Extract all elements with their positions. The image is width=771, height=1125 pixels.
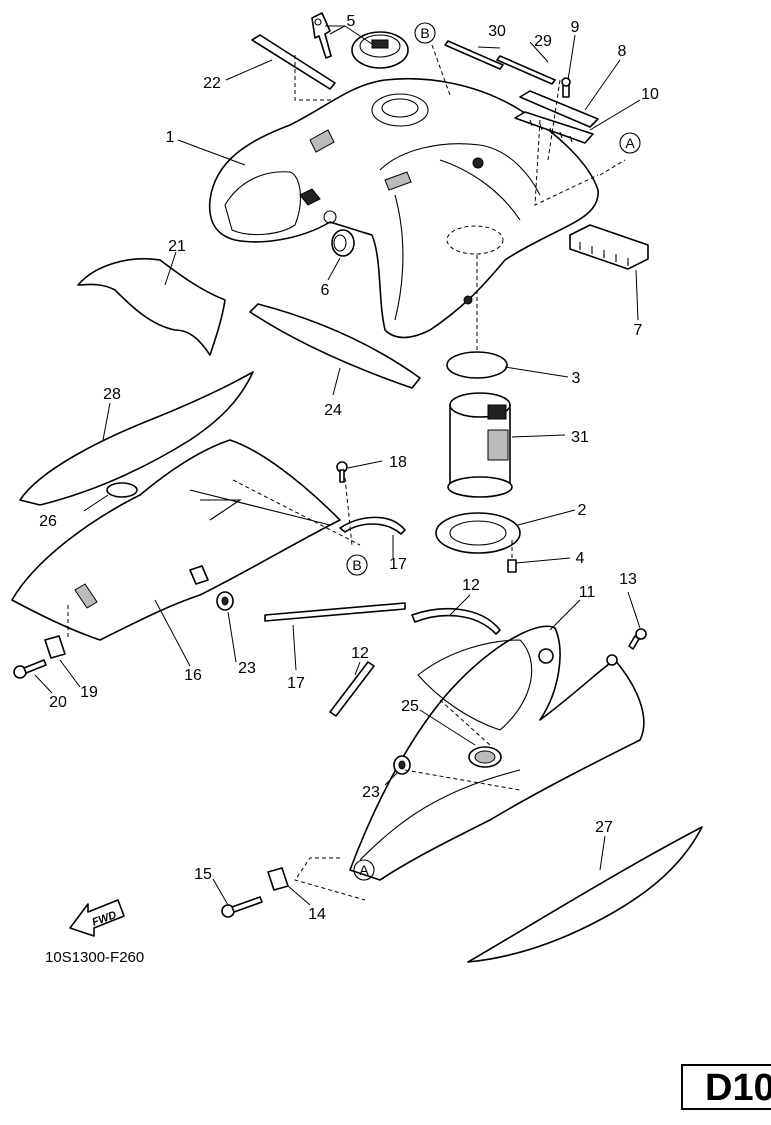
strip-part-29: [496, 55, 556, 85]
part-label-9: 9: [571, 19, 580, 36]
part-label-15: 15: [194, 866, 212, 883]
part-label-24: 24: [324, 402, 342, 419]
part-label-25: 25: [401, 698, 419, 715]
mounting-plate-part-2: [435, 512, 521, 554]
part-label-8: 8: [618, 43, 627, 60]
side-panel-part-28: [19, 371, 254, 506]
part-label-17-upper: 17: [389, 556, 407, 573]
grommet-part-6: [331, 229, 355, 257]
reference-marker-b-middle: B: [346, 554, 368, 576]
reference-marker-a-bottom: A: [353, 859, 375, 881]
svg-text:A: A: [625, 135, 635, 151]
screw-part-13: [628, 628, 647, 650]
fuel-pump-part-31: [447, 392, 513, 498]
bolt-part-20: [13, 659, 47, 679]
bolt-part-15: [221, 896, 263, 918]
part-label-7: 7: [634, 322, 643, 339]
strip-part-30: [444, 40, 504, 70]
drawing-code: 10S1300-F260: [45, 949, 144, 966]
part-label-17-lower: 17: [287, 675, 305, 692]
svg-text:A: A: [359, 862, 369, 878]
damper-part-24: [249, 303, 421, 389]
part-label-12-upper: 12: [462, 577, 480, 594]
damper-part-7: [569, 224, 649, 270]
strip-part-12-upper: [411, 607, 501, 635]
nut-part-19: [44, 635, 66, 659]
panel-part-27: [467, 826, 703, 963]
part-label-20: 20: [49, 694, 67, 711]
part-label-23-upper: 23: [238, 660, 256, 677]
part-label-19: 19: [80, 684, 98, 701]
part-label-29: 29: [534, 33, 552, 50]
damper-parts-8-10: [514, 77, 599, 144]
page-badge: D10: [681, 1064, 771, 1110]
emblem-part-25: [468, 746, 502, 768]
fuel-tank: [208, 77, 599, 339]
reference-marker-a-top: A: [619, 132, 641, 154]
emblem-part-26: [106, 482, 138, 498]
part-label-11: 11: [579, 584, 596, 601]
part-label-27: 27: [595, 819, 613, 836]
part-label-21: 21: [168, 238, 186, 255]
part-label-31: 31: [571, 429, 589, 446]
nut-part-14: [267, 867, 289, 891]
part-label-5: 5: [347, 13, 356, 30]
part-label-16: 16: [184, 667, 202, 684]
strip-part-17-lower: [264, 602, 406, 622]
part-label-18: 18: [389, 454, 407, 471]
part-label-13: 13: [619, 571, 637, 588]
strip-part-12-lower: [329, 661, 375, 717]
connection-lines: [67, 44, 626, 901]
leader-lines: [34, 25, 641, 906]
svg-text:B: B: [420, 25, 429, 41]
strip-part-22: [251, 34, 336, 90]
side-cover-part-21: [77, 257, 226, 356]
part-label-14: 14: [308, 906, 326, 923]
part-label-30: 30: [488, 23, 506, 40]
strip-part-17-upper: [339, 516, 406, 535]
part-label-2: 2: [578, 502, 587, 519]
svg-text:B: B: [352, 557, 361, 573]
bolt-part-4: [507, 559, 517, 573]
page-badge-text: D10: [705, 1067, 771, 1109]
part-label-4: 4: [576, 550, 585, 567]
reference-marker-b-top: B: [414, 22, 436, 44]
part-label-22: 22: [203, 75, 221, 92]
part-number-labels: 1 2 3 4 5 6 7 8 9 10 11 12 12 13 14 15 1…: [39, 13, 659, 923]
forward-direction-arrow: [69, 899, 125, 937]
gasket-part-3: [446, 351, 508, 379]
part-label-26: 26: [39, 513, 57, 530]
part-label-12-lower: 12: [351, 645, 369, 662]
part-label-3: 3: [572, 370, 581, 387]
part-label-28: 28: [103, 386, 121, 403]
part-label-1: 1: [166, 129, 175, 146]
screw-part-18: [336, 461, 348, 483]
grommet-part-23-lower: [393, 755, 411, 775]
part-label-10: 10: [641, 86, 659, 103]
side-fairing-part-16: [11, 439, 341, 641]
part-label-23-lower: 23: [362, 784, 380, 801]
fuel-cap-and-key: [311, 12, 409, 69]
grommet-part-23-upper: [216, 591, 234, 611]
part-label-6: 6: [321, 282, 330, 299]
